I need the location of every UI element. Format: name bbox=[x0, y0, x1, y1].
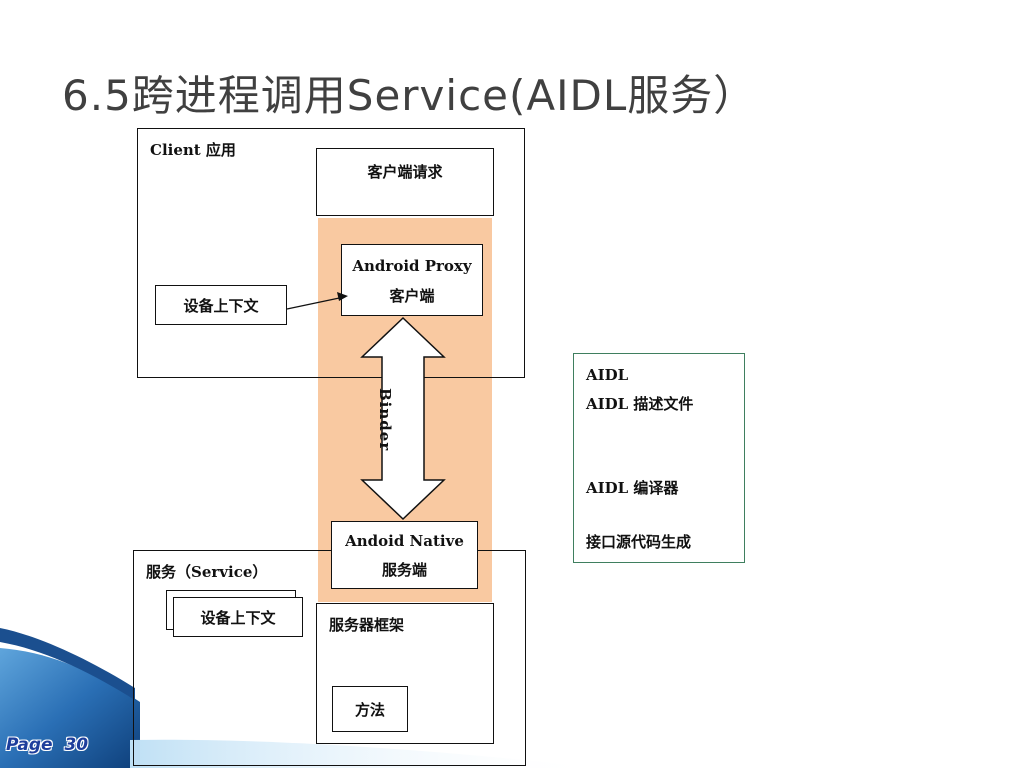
client-app-label: Client 应用 bbox=[150, 141, 236, 159]
binder-double-arrow bbox=[360, 316, 446, 521]
page-number: 30 bbox=[64, 735, 89, 755]
aidl-line-3: AIDL 编译器 bbox=[586, 479, 679, 497]
client-app-box: Client 应用 bbox=[137, 128, 525, 378]
binder-label: Binder bbox=[376, 388, 394, 452]
aidl-info-box: AIDL AIDL 描述文件 AIDL 编译器 接口源代码生成 bbox=[573, 353, 745, 563]
service-label: 服务（Service） bbox=[146, 563, 268, 581]
android-proxy-box: Android Proxy 客户端 bbox=[341, 244, 483, 316]
aidl-line-1: AIDL bbox=[586, 366, 629, 384]
server-framework-label: 服务器框架 bbox=[329, 616, 405, 634]
android-proxy-label-line1: Android Proxy bbox=[352, 257, 472, 275]
method-label: 方法 bbox=[354, 701, 385, 719]
service-context-label: 设备上下文 bbox=[200, 609, 276, 627]
aidl-line-2: AIDL 描述文件 bbox=[586, 395, 694, 413]
client-context-label: 设备上下文 bbox=[183, 297, 259, 315]
android-native-box: Andoid Native 服务端 bbox=[331, 521, 478, 589]
service-box: 服务（Service） bbox=[133, 550, 526, 766]
service-context-box: 设备上下文 bbox=[173, 597, 303, 637]
client-request-box: 客户端请求 bbox=[316, 148, 494, 216]
page-prefix: Page bbox=[6, 735, 53, 755]
context-to-proxy-arrowhead bbox=[337, 292, 348, 301]
slide-title: 6.5跨进程调用Service(AIDL服务） bbox=[62, 71, 757, 120]
android-native-label-line1: Andoid Native bbox=[345, 532, 464, 550]
page-number-label: Page 30 bbox=[6, 735, 88, 755]
aidl-line-4: 接口源代码生成 bbox=[586, 533, 692, 551]
context-to-proxy-arrow bbox=[286, 296, 345, 310]
client-request-label: 客户端请求 bbox=[367, 163, 443, 181]
client-context-box: 设备上下文 bbox=[155, 285, 287, 325]
android-proxy-label-line2: 客户端 bbox=[389, 287, 435, 305]
android-native-label-line2: 服务端 bbox=[381, 561, 427, 579]
method-box: 方法 bbox=[332, 686, 408, 732]
